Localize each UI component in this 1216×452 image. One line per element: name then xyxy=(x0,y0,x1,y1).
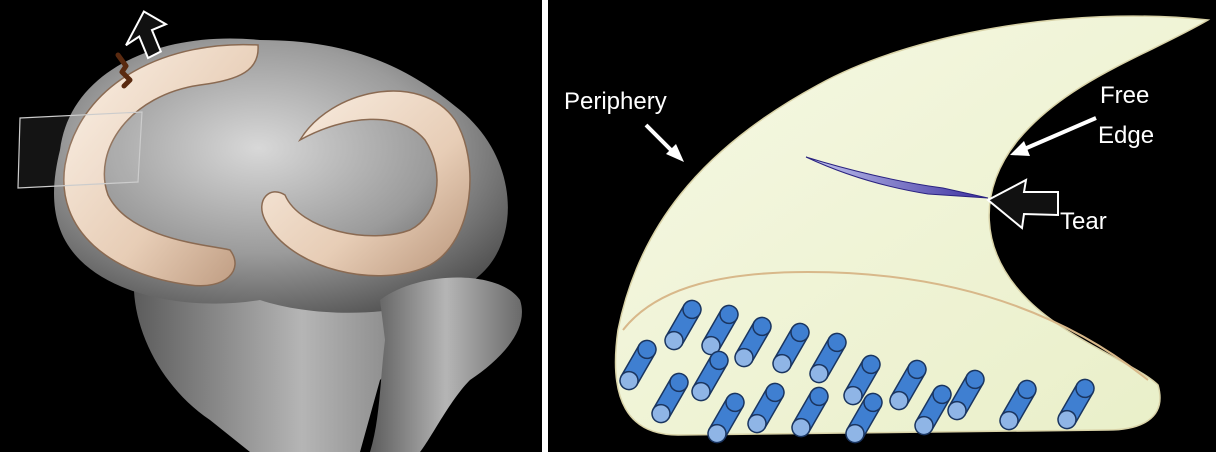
knee-illustration xyxy=(0,0,542,452)
periphery-label: Periphery xyxy=(564,88,667,116)
cross-section-panel: Periphery Free Edge Tear xyxy=(548,0,1216,452)
tear-label: Tear xyxy=(1060,208,1107,236)
periphery-arrow-icon xyxy=(646,125,684,162)
fibula-bone xyxy=(370,278,522,452)
free-edge-label-line1: Free xyxy=(1100,82,1149,110)
free-edge-label-line2: Edge xyxy=(1098,122,1154,150)
tear-arrow-icon xyxy=(988,180,1058,228)
section-plane xyxy=(18,112,142,188)
meniscus-cross-section xyxy=(548,0,1216,452)
knee-3d-panel xyxy=(0,0,542,452)
